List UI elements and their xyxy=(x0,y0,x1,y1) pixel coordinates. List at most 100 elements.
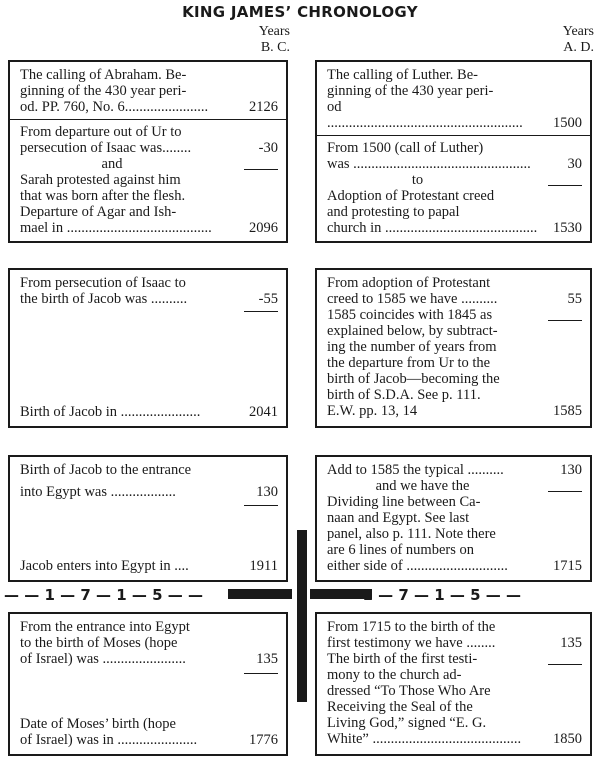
p1-right-entry: church in ..............................… xyxy=(327,220,582,236)
p2-right-entry: E.W. pp. 13, 14 1585 xyxy=(327,403,582,419)
p1-right-line: and protesting to papal xyxy=(327,204,460,220)
p1-left-year-2126: 2126 xyxy=(249,99,278,115)
p1-left-entry-text: persecution of Isaac was........ xyxy=(20,140,192,156)
p4-left-years-135: 135 xyxy=(256,651,278,667)
p3-left-year-1911: 1911 xyxy=(249,558,278,574)
p2-right-rule-row: 1585 coincides with 1845 as xyxy=(327,307,582,323)
ad-header-years: Years xyxy=(562,24,594,39)
p2-right-line: explained below, by subtract- xyxy=(327,323,498,339)
panel-3-right: Add to 1585 the typical .......... 130 a… xyxy=(315,455,592,582)
p2-right-line: ing the number of years from xyxy=(327,339,497,355)
panel-1-left: The calling of Abraham. Be- ginning of t… xyxy=(8,60,288,243)
p2-right-years-55: 55 xyxy=(567,291,583,307)
p2-right-entry-text: E.W. pp. 13, 14 xyxy=(327,403,418,419)
p4-left-line: Date of Moses’ birth (hope xyxy=(20,716,176,732)
p4-right-entry: first testimony we have ........ 135 xyxy=(327,635,582,651)
p1-left-line: Departure of Agar and Ish- xyxy=(20,204,177,220)
p1-left-line: From departure out of Ur to xyxy=(20,124,182,140)
p4-left-line: From the entrance into Egypt xyxy=(20,619,190,635)
p2-right-line: the departure from Ur to the xyxy=(327,355,491,371)
p3-right-entry: either side of .........................… xyxy=(327,558,582,574)
p2-left-subtotal-rule xyxy=(244,311,278,312)
p1-right-line: ginning of the 430 year peri- xyxy=(327,83,494,99)
p3-left-entry-text: Jacob enters into Egypt in .... xyxy=(20,558,189,574)
p2-left-entry-text: Birth of Jacob in ...................... xyxy=(20,404,201,420)
p1-right-line: The calling of Luther. Be- xyxy=(327,67,478,83)
p4-right-line: From 1715 to the birth of the xyxy=(327,619,496,635)
p4-left-entry-text: of Israel) was in ...................... xyxy=(20,732,198,748)
p1-left-years-minus-30: -30 xyxy=(258,140,278,156)
p2-left-entry-text: the birth of Jacob was .......... xyxy=(20,291,188,307)
p1-right-year-1500: 1500 xyxy=(553,115,582,131)
p2-right-line: From adoption of Protestant xyxy=(327,275,491,291)
p4-left-entry: of Israel) was in ......................… xyxy=(20,732,278,748)
p4-right-line: dressed “To Those Who Are xyxy=(327,683,491,699)
panel-2-left: From persecution of Isaac to the birth o… xyxy=(8,268,288,428)
p1-left-entry-text: mael in ................................… xyxy=(20,220,212,236)
p4-right-year-1850: 1850 xyxy=(553,731,582,747)
p4-left-line: to the birth of Moses (hope xyxy=(20,635,178,651)
p3-right-years-130: 130 xyxy=(560,462,582,478)
p4-right-line: Receiving the Seal of the xyxy=(327,699,473,715)
p1-left-entry: od. PP. 760, No. 6......................… xyxy=(20,99,278,115)
p1-left-line: The calling of Abraham. Be- xyxy=(20,67,187,83)
p1-left-line: ginning of the 430 year peri- xyxy=(20,83,187,99)
p1-left-subtotal-rule xyxy=(244,169,278,170)
p1-right-entry-text: od .....................................… xyxy=(327,99,523,131)
panel-1-right: The calling of Luther. Be- ginning of th… xyxy=(315,60,592,243)
p2-right-entry-text: creed to 1585 we have .......... xyxy=(327,291,498,307)
p3-right-subtotal-rule xyxy=(548,491,582,492)
p3-left-subtotal-rule xyxy=(244,505,278,506)
p3-left-line: Birth of Jacob to the entrance xyxy=(20,462,192,478)
p2-left-year-2041: 2041 xyxy=(249,404,278,420)
p1-right-entry: od .....................................… xyxy=(327,99,582,131)
p4-right-entry: White” .................................… xyxy=(327,731,582,747)
p4-right-line: The birth of the first testi- xyxy=(327,651,478,667)
bc-header-era: B. C. xyxy=(260,40,290,55)
p4-left-entry-text: of Israel) was ....................... xyxy=(20,651,186,667)
p4-right-entry-text: first testimony we have ........ xyxy=(327,635,496,651)
p2-left-entry: Birth of Jacob in ......................… xyxy=(20,404,278,420)
p1-right-years-30: 30 xyxy=(567,156,583,172)
p3-right-entry: Add to 1585 the typical .......... 130 xyxy=(327,462,582,478)
p1-left-and: and xyxy=(101,156,123,172)
panel-2-right: From adoption of Protestant creed to 158… xyxy=(315,268,592,428)
p1-right-to-row: to xyxy=(327,172,582,188)
p1-right-entry: was ....................................… xyxy=(327,156,582,172)
p2-right-line: birth of S.D.A. See p. 111. xyxy=(327,387,481,403)
p1-right-line: From 1500 (call of Luther) xyxy=(327,140,484,156)
p3-right-year-1715: 1715 xyxy=(553,558,582,574)
p2-right-year-1585: 1585 xyxy=(553,403,582,419)
p2-right-entry: creed to 1585 we have .......... 55 xyxy=(327,291,582,307)
p4-right-line: Living God,” signed “E. G. xyxy=(327,715,487,731)
p2-left-line: From persecution of Isaac to xyxy=(20,275,186,291)
p3-left-entry: Jacob enters into Egypt in .... 1911 xyxy=(20,558,278,574)
p2-right-line: birth of Jacob—becoming the xyxy=(327,371,500,387)
p3-right-and: and we have the xyxy=(375,478,470,494)
dividing-bar-right xyxy=(310,589,372,599)
p3-right-and-row: and we have the xyxy=(327,478,582,494)
ad-column-header: Years A. D. xyxy=(536,24,594,56)
p1-right-line: Adoption of Protestant creed xyxy=(327,188,495,204)
panel-4-right: From 1715 to the birth of the first test… xyxy=(315,612,592,756)
p1-left-entry: persecution of Isaac was........ -30 xyxy=(20,140,278,156)
page-title: KING JAMES’ CHRONOLOGY xyxy=(182,3,418,21)
dividing-bar-left xyxy=(228,589,292,599)
p3-left-years-130: 130 xyxy=(256,484,278,500)
bc-header-years: Years xyxy=(258,24,290,39)
p1-right-subtotal-rule xyxy=(548,185,582,186)
p1-left-divider xyxy=(10,119,286,120)
p1-right-year-1530: 1530 xyxy=(553,220,582,236)
p1-left-entry-text: od. PP. 760, No. 6......................… xyxy=(20,99,209,115)
panel-3-left: Birth of Jacob to the entrance into Egyp… xyxy=(8,455,288,582)
p2-right-subtotal-rule xyxy=(548,320,582,321)
p1-right-to: to xyxy=(411,172,424,188)
p1-left-line: Sarah protested against him xyxy=(20,172,181,188)
p4-left-result: Date of Moses’ birth (hope of Israel) wa… xyxy=(20,716,278,748)
p2-left-entry: the birth of Jacob was .......... -55 xyxy=(20,291,278,307)
p4-left-year-1776: 1776 xyxy=(249,732,278,748)
p2-left-years-minus-55: -55 xyxy=(258,291,278,307)
p1-left-and-row: and xyxy=(20,156,278,172)
p1-right-divider xyxy=(317,135,590,136)
p4-right-line: mony to the church ad- xyxy=(327,667,462,683)
